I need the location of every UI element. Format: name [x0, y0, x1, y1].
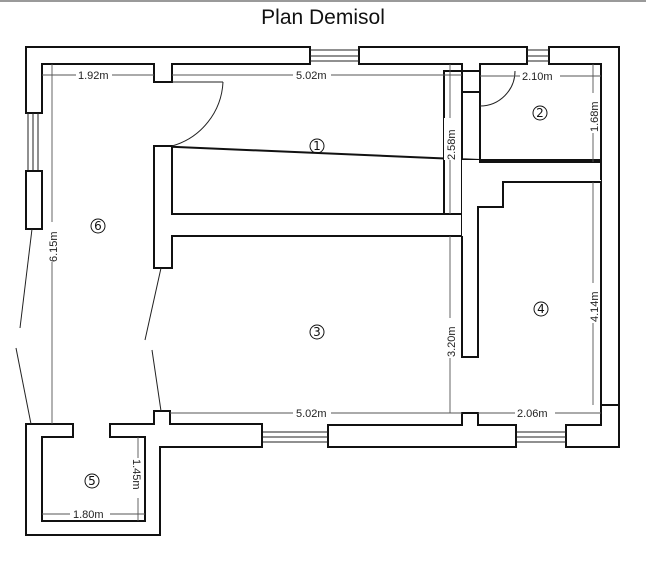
dim-room2-width: 2.10m: [522, 71, 553, 83]
room-4-label: 4: [533, 301, 549, 317]
room-2-label: 2: [532, 105, 548, 121]
page-top-border: [0, 0, 646, 2]
room-1-label: 1: [309, 138, 325, 154]
dim-top-left-width: 1.92m: [78, 70, 109, 82]
dim-room2-height: 1.68m: [589, 101, 601, 132]
dimension-lines: [42, 64, 601, 521]
doors: [15, 70, 516, 425]
svg-text:5: 5: [88, 474, 96, 488]
interior-walls: [153, 70, 602, 358]
dim-room4-width: 2.06m: [517, 408, 548, 420]
dim-room5-height: 1.45m: [130, 459, 142, 490]
svg-text:4: 4: [537, 302, 545, 316]
room-6-label: 6: [90, 218, 106, 234]
dim-room3-height: 3.20m: [446, 326, 458, 357]
dim-hall-height: 6.15m: [48, 231, 60, 262]
svg-text:3: 3: [313, 325, 321, 339]
svg-text:6: 6: [94, 219, 102, 233]
dim-room3-width: 5.02m: [296, 408, 327, 420]
dim-room1-height: 2.58m: [446, 129, 458, 160]
dim-room5-width: 1.80m: [73, 509, 104, 521]
dim-room4-height: 4.14m: [589, 291, 601, 322]
room-labels: 1 2 3 4 5 6: [84, 105, 549, 489]
svg-text:2: 2: [536, 106, 544, 120]
dimension-labels: 1.92m 5.02m 2.10m 2.58m 1.68m 6.15m 3.20…: [46, 69, 601, 521]
plan-title: Plan Demisol: [261, 6, 385, 29]
dim-room1-width: 5.02m: [296, 70, 327, 82]
room-5-label: 5: [84, 473, 100, 489]
room-3-label: 3: [309, 324, 325, 340]
outer-walls: [25, 46, 620, 536]
svg-text:1: 1: [313, 139, 321, 153]
